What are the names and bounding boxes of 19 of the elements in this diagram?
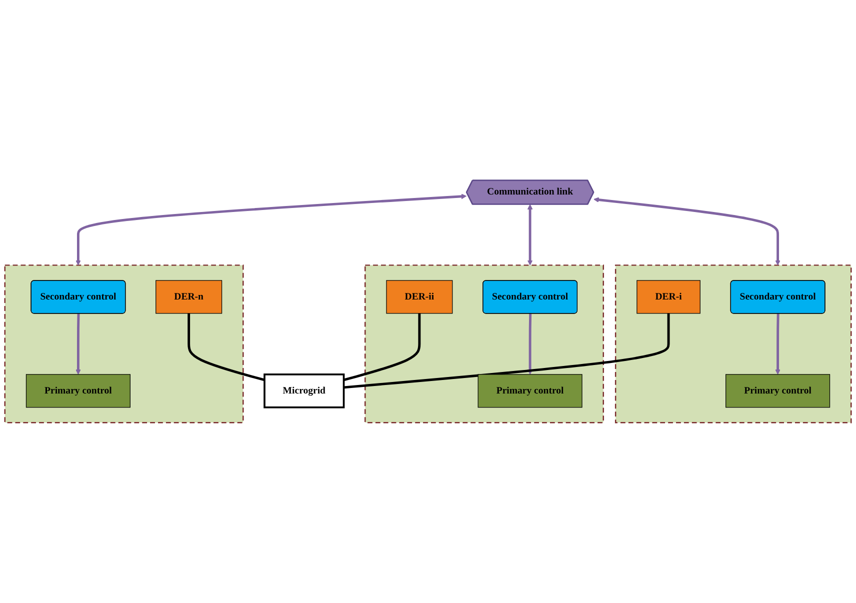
node-box: Primary control bbox=[478, 374, 582, 408]
cluster bbox=[364, 264, 604, 424]
arrow bbox=[76, 194, 467, 266]
arrow bbox=[527, 314, 533, 375]
connector bbox=[343, 313, 421, 382]
arrow bbox=[594, 197, 780, 266]
node-box: DER-i bbox=[636, 280, 700, 314]
arrow bbox=[775, 314, 780, 375]
node-box: Primary control bbox=[26, 374, 130, 408]
cluster bbox=[4, 264, 244, 424]
node-box: DER-n bbox=[156, 280, 222, 314]
node-box: Primary control bbox=[726, 374, 830, 408]
cluster bbox=[614, 264, 852, 424]
node-box: Microgrid bbox=[264, 374, 345, 408]
connector bbox=[344, 313, 670, 389]
arrow bbox=[76, 314, 81, 375]
arrow bbox=[527, 204, 533, 266]
node-box: DER-ii bbox=[386, 280, 453, 314]
connector bbox=[188, 313, 265, 382]
